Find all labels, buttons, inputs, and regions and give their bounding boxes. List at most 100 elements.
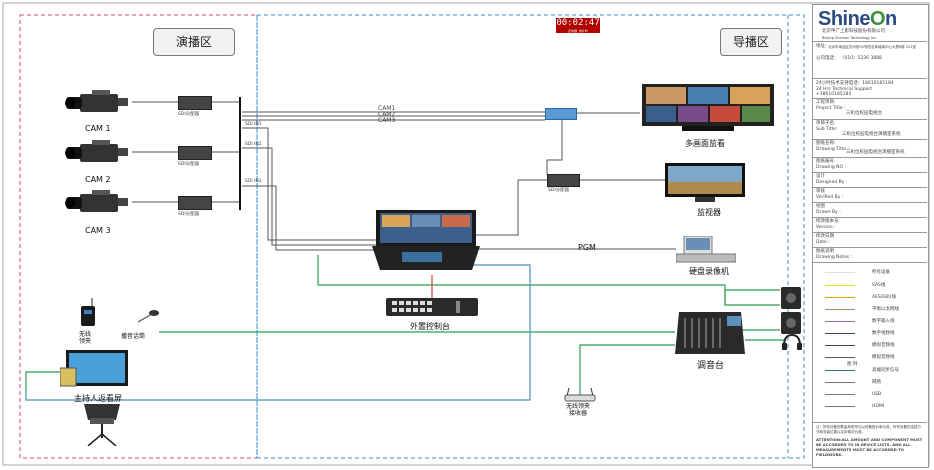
legend-swatch [825, 333, 855, 335]
drawing-value: 三机位校园电视台演播室系统 [846, 150, 905, 155]
tb-divider [812, 98, 927, 99]
camera-icon [65, 140, 128, 162]
camera-3 [62, 188, 132, 218]
tb-divider [812, 187, 927, 188]
microphone-icon [138, 310, 159, 323]
company-en: Beijing Shineon Technology Inc. [822, 36, 878, 40]
drawing-label: 图纸名称: Drawing Title : [816, 141, 849, 152]
wireless-receiver-label: 无线领夹 接收器 [566, 403, 591, 417]
mixer-icon [675, 312, 745, 354]
company-logo: ShineOn [818, 8, 897, 30]
footer-cn: 注：所有设备的数量和型号均以设备报价单为准，所有设备的连接方式和安装位置以实际情… [816, 425, 921, 434]
date: 修改日期 Date : [816, 234, 834, 245]
project-value: 三机位校园电视台 [846, 111, 882, 116]
disk-recorder [676, 236, 736, 264]
recorder-label: 硬盘录像机 [689, 267, 729, 276]
legend-swatch [825, 345, 855, 347]
legend-swatch [825, 285, 855, 287]
drawing-no: 图纸编号 Drawing NO : [816, 159, 846, 170]
legend-label: 网络 [872, 380, 881, 385]
tb-divider [812, 232, 927, 233]
subtitle-label: 项目子名: Sub Title: [816, 121, 838, 132]
tb-divider [812, 217, 927, 218]
cam3-line-label: CAM3 [378, 117, 396, 124]
speaker-icon [786, 293, 796, 303]
legend-swatch [825, 382, 855, 384]
controller-label: 外置控制台 [410, 322, 450, 331]
drawing-notes: 图纸说明 Drawing Notes : [816, 249, 853, 260]
sdi-splitter-3 [178, 196, 212, 210]
legend-swatch [825, 357, 855, 359]
legend-swatch [825, 297, 855, 299]
camera-2 [62, 138, 132, 168]
audio-mixer [675, 312, 745, 354]
tb-divider [812, 139, 927, 140]
broadcast-mic [138, 309, 160, 323]
pgm-label: PGM [578, 243, 596, 252]
receiver-icon [564, 388, 596, 402]
camera-3-label: CAM 3 [85, 226, 111, 235]
tb-divider [812, 78, 927, 79]
switcher-icon [372, 210, 480, 270]
sdi-in-1-label: SDI IN1 [245, 122, 262, 127]
wireless-transmitter-icon [81, 298, 95, 326]
legend-label: HDMI [872, 404, 885, 409]
speaker-icon [786, 318, 796, 328]
tb-divider [812, 262, 927, 263]
headphones-icon [782, 334, 802, 350]
speaker-1 [781, 287, 801, 309]
cam1-line-label: CAM1 [378, 105, 396, 112]
sdi-splitter-2 [178, 146, 212, 160]
tripod-icon [84, 404, 120, 446]
camera-icon [65, 90, 128, 112]
phone: （010）5336 3888 [840, 56, 882, 61]
wireless-mic-label: 无线 领夹 [79, 331, 92, 345]
mixer-label: 调音台 [697, 361, 725, 371]
legend-label: 数字输入线 [872, 319, 895, 324]
sdi-splitter-4 [547, 174, 580, 187]
legend-label: SAS线 [872, 283, 886, 288]
legend-label: AES/EBU线 [872, 295, 897, 300]
cam2-line-label: CAM2 [378, 111, 396, 118]
sdi-splitter-3-label: SDI分配器 [178, 212, 200, 217]
countdown-timer: 00:02:47 定时器 倒计时 [556, 18, 600, 33]
control-zone-border [256, 14, 805, 459]
teleprompter [82, 404, 122, 446]
legend-label: 模拟音频线 [872, 343, 895, 348]
tb-divider [812, 172, 927, 173]
tb-divider [812, 119, 927, 120]
multiview-monitor [642, 84, 774, 134]
tb-divider [812, 247, 927, 248]
program-monitor [665, 163, 745, 203]
multiview-screen-icon [642, 84, 774, 131]
title-block [812, 4, 929, 468]
host-monitor-label: 主持人返看屏 [74, 394, 122, 403]
designed-by: 设计 Designed By : [816, 174, 848, 185]
tb-divider [812, 157, 927, 158]
drawn-by: 绘图 Drawn By : [816, 204, 841, 215]
legend-swatch [825, 406, 855, 408]
address: 北京市海淀区苏州街55号院名商城南中心大厦6楼 101室 [828, 45, 916, 49]
sdi-in-2-label: SDI IN2 [245, 142, 262, 147]
support-3: +18610185184 [816, 92, 852, 97]
legend-label: 所有设备 [872, 270, 890, 275]
phone-label: 公司电话： [816, 56, 839, 61]
company-cn: 北京申广上影科技股份有限公司 [822, 29, 885, 34]
legend-label: 高端同步信号 [872, 368, 899, 373]
camera-icon [65, 190, 128, 212]
sdi-splitter-2-label: SDI分配器 [178, 162, 200, 167]
tb-divider [812, 422, 927, 423]
project-label: 工程项目: Project Title : [816, 100, 846, 111]
studio-zone-border [19, 14, 258, 459]
verified-by: 审核 Verified By : [816, 189, 844, 200]
footer-en: ATTENTION:ALL AMOUNT AND COMPONENT MUST … [816, 437, 923, 457]
studio-zone-label: 演播区 [153, 28, 235, 56]
sdi-splitter-1 [178, 96, 212, 110]
broadcast-mic-label: 播音话筒 [121, 333, 146, 340]
multiview-processor [545, 108, 577, 120]
control-zone-label: 导播区 [720, 28, 782, 56]
sdi-in-3-label: SDI IN3 [245, 179, 262, 184]
legend-label: 模拟音频线 [872, 355, 895, 360]
legend-swatch [825, 272, 855, 274]
